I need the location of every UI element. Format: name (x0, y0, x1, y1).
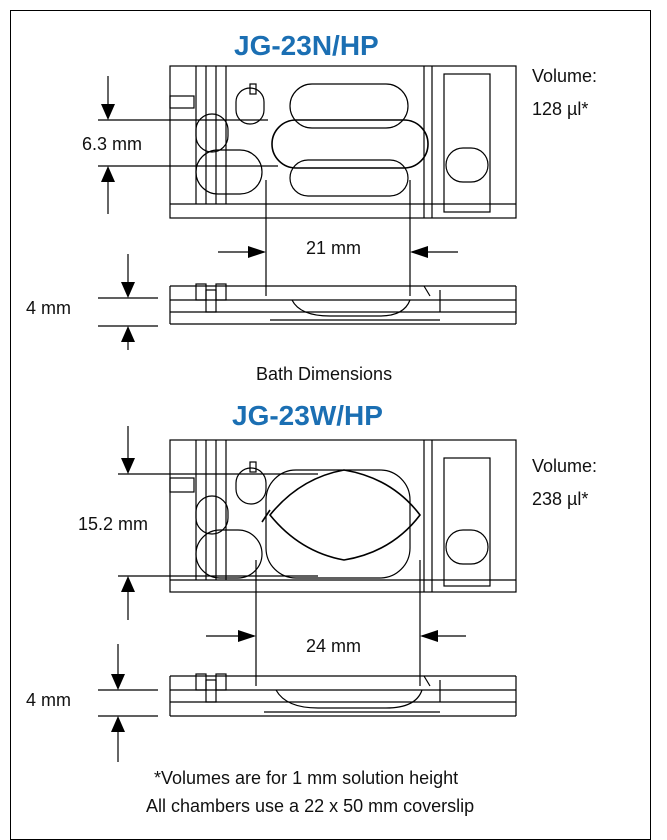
top-volume-value: 128 µl* (532, 99, 589, 119)
top-length-dimension: 21 mm (306, 238, 362, 258)
top-length-dimension-lines (218, 180, 458, 296)
bottom-chamber-side-view (169, 673, 517, 717)
bottom-chamber-plan-view (169, 439, 517, 593)
bottom-height-dimension-lines (98, 644, 158, 762)
top-height-dimension: 4 mm (26, 298, 71, 318)
bottom-volume-label: Volume: (532, 456, 598, 476)
top-chamber-side-view (169, 283, 517, 325)
top-width-dimension-lines (98, 76, 278, 214)
top-height-dimension-lines (98, 254, 158, 350)
top-chamber-title: JG-23N/HP (234, 30, 379, 61)
footnote-line-1: *Volumes are for 1 mm solution height (154, 768, 459, 788)
top-chamber-plan-view (169, 65, 517, 219)
bottom-width-dimension-lines (118, 426, 318, 620)
bottom-length-dimension-lines (206, 560, 466, 686)
footnote-line-2: All chambers use a 22 x 50 mm coverslip (146, 796, 475, 816)
section-label: Bath Dimensions (256, 364, 393, 384)
bottom-length-dimension: 24 mm (306, 636, 362, 656)
top-width-dimension: 6.3 mm (82, 134, 143, 154)
bottom-volume-value: 238 µl* (532, 489, 589, 509)
bottom-height-dimension: 4 mm (26, 690, 71, 710)
top-volume-label: Volume: (532, 66, 598, 86)
bottom-chamber-title: JG-23W/HP (232, 400, 383, 431)
bottom-width-dimension: 15.2 mm (78, 514, 149, 534)
